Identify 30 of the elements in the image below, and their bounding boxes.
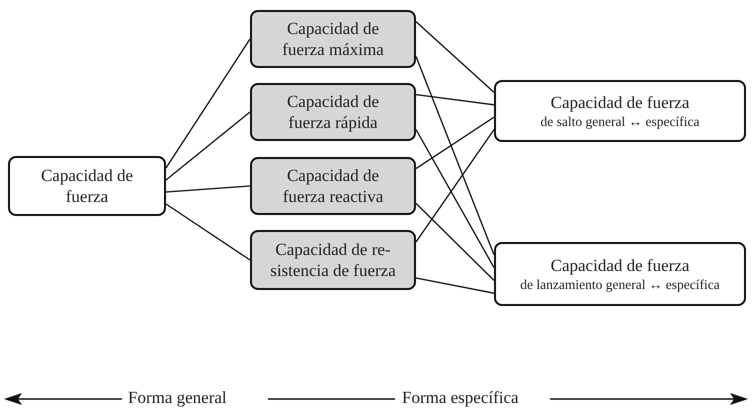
connector-line [416, 21, 494, 93]
box-title: Capacidad de fuerza rápida [286, 91, 380, 133]
box-title: Capacidad de fuerza máxima [281, 18, 385, 60]
box-title: Capacidad de re-sistencia de fuerza [270, 239, 396, 281]
shaded-process-box [250, 230, 416, 290]
connector-line [415, 129, 495, 268]
process-box [494, 80, 746, 142]
box-title: Capacidad de fuerza [550, 254, 690, 276]
shaded-process-box [250, 157, 416, 215]
box-subtitle: de lanzamiento general ↔ específica [520, 276, 720, 294]
connector-line [416, 94, 494, 106]
connector-line [416, 277, 494, 294]
process-box [494, 242, 746, 306]
axis-label: Forma general [128, 388, 227, 408]
box-subtitle: de salto general ↔ específica [540, 112, 700, 130]
box-title: Capacidad de fuerza reactiva [282, 165, 384, 207]
connector-line [166, 112, 250, 180]
connector-line [416, 116, 494, 170]
axis-label: Forma específica [402, 388, 519, 408]
process-box [8, 156, 166, 216]
connector-line [415, 129, 495, 242]
connector-line [166, 185, 250, 193]
connector-line [166, 203, 250, 261]
shaded-process-box [250, 10, 416, 68]
shaded-process-box [250, 83, 416, 141]
box-title: Capacidad de fuerza [550, 92, 690, 112]
box-title: Capacidad de fuerza [40, 165, 134, 207]
connector-line [165, 38, 251, 168]
connector-line [416, 202, 494, 281]
connector-line [415, 56, 495, 256]
